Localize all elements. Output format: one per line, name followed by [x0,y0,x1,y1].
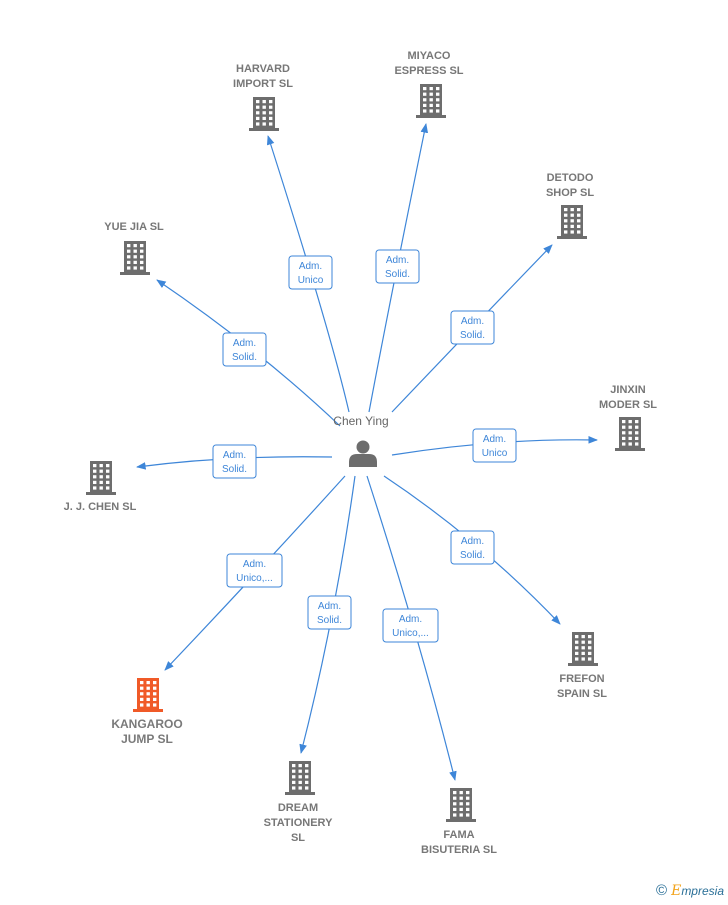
building-icon [557,205,587,239]
role-text: Unico,... [236,573,273,584]
role-box-yue-jia[interactable]: Adm. Solid. [222,332,267,367]
role-text: Adm. [461,316,484,327]
company-name: SHOP SL [546,187,594,199]
company-node-harvard[interactable]: HARVARD IMPORT SL [233,63,293,131]
company-name: FREFON [559,673,604,685]
building-icon [86,461,116,495]
company-name: J. J. CHEN SL [64,501,137,513]
role-box-detodo[interactable]: Adm. Solid. [450,310,495,345]
role-box-fama[interactable]: Adm. Unico,... [382,608,439,643]
company-name: JUMP SL [121,732,173,746]
role-text: Unico [298,275,324,286]
company-name: STATIONERY [264,817,334,829]
role-box-dream[interactable]: Adm. Solid. [307,595,352,630]
company-name: SL [291,832,305,844]
brand-logo-letter: E [671,883,682,899]
company-node-jinxin[interactable]: JINXIN MODER SL [599,384,657,451]
building-icon [416,84,446,118]
role-text: Solid. [385,269,410,280]
role-box-kangaroo[interactable]: Adm. Unico,... [226,553,283,588]
building-icon [285,761,315,795]
role-box-miyaco[interactable]: Adm. Solid. [375,249,420,284]
role-text: Adm. [233,338,256,349]
company-node-detodo[interactable]: DETODO SHOP SL [546,172,594,239]
company-name: DETODO [547,172,594,184]
center-name: Chen Ying [333,414,388,428]
role-text: Unico,... [392,628,429,639]
company-node-fama[interactable]: FAMA BISUTERIA SL [421,788,497,856]
company-name: HARVARD [236,63,290,75]
company-name: MIYACO [408,50,451,62]
center-person[interactable]: Chen Ying [333,414,389,467]
role-text: Adm. [243,559,266,570]
role-text: Adm. [461,536,484,547]
copyright-icon: © [656,882,668,899]
company-name: FAMA [443,829,474,841]
company-name: JINXIN [610,384,646,396]
role-box-harvard[interactable]: Adm. Unico [288,255,333,290]
role-text: Adm. [223,450,246,461]
company-name: KANGAROO [111,717,182,731]
building-icon [446,788,476,822]
person-icon [349,440,377,467]
role-text: Solid. [460,550,485,561]
role-box-frefon[interactable]: Adm. Solid. [450,530,495,565]
role-text: Adm. [483,434,506,445]
building-icon [615,417,645,451]
company-name: ESPRESS SL [394,65,463,77]
role-box-jj-chen[interactable]: Adm. Solid. [212,444,257,479]
company-node-frefon[interactable]: FREFON SPAIN SL [557,632,607,700]
role-text: Solid. [222,464,247,475]
role-text: Solid. [460,330,485,341]
company-node-yue-jia[interactable]: YUE JIA SL [104,221,164,275]
edge-miyaco [368,123,429,413]
company-name: YUE JIA SL [104,221,164,233]
role-text: Adm. [318,601,341,612]
company-node-jj-chen[interactable]: J. J. CHEN SL [64,461,137,513]
role-text: Solid. [232,352,257,363]
role-box-jinxin[interactable]: Adm. Unico [472,428,517,463]
company-name: MODER SL [599,399,657,411]
edge-harvard [266,135,350,413]
company-name: DREAM [278,802,318,814]
company-node-miyaco[interactable]: MIYACO ESPRESS SL [394,50,464,118]
building-icon [568,632,598,666]
brand-name: mpresia [681,884,724,898]
company-name: BISUTERIA SL [421,844,497,856]
role-text: Solid. [317,615,342,626]
role-text: Unico [482,448,508,459]
company-name: IMPORT SL [233,78,293,90]
building-icon [120,241,150,275]
role-text: Adm. [386,255,409,266]
company-name: SPAIN SL [557,688,607,700]
role-text: Adm. [299,261,322,272]
building-icon [133,678,163,712]
company-node-dream[interactable]: DREAM STATIONERY SL [264,761,334,844]
empresia-brand[interactable]: ©Empresia [656,882,724,899]
role-text: Adm. [399,614,422,625]
building-icon [249,97,279,131]
